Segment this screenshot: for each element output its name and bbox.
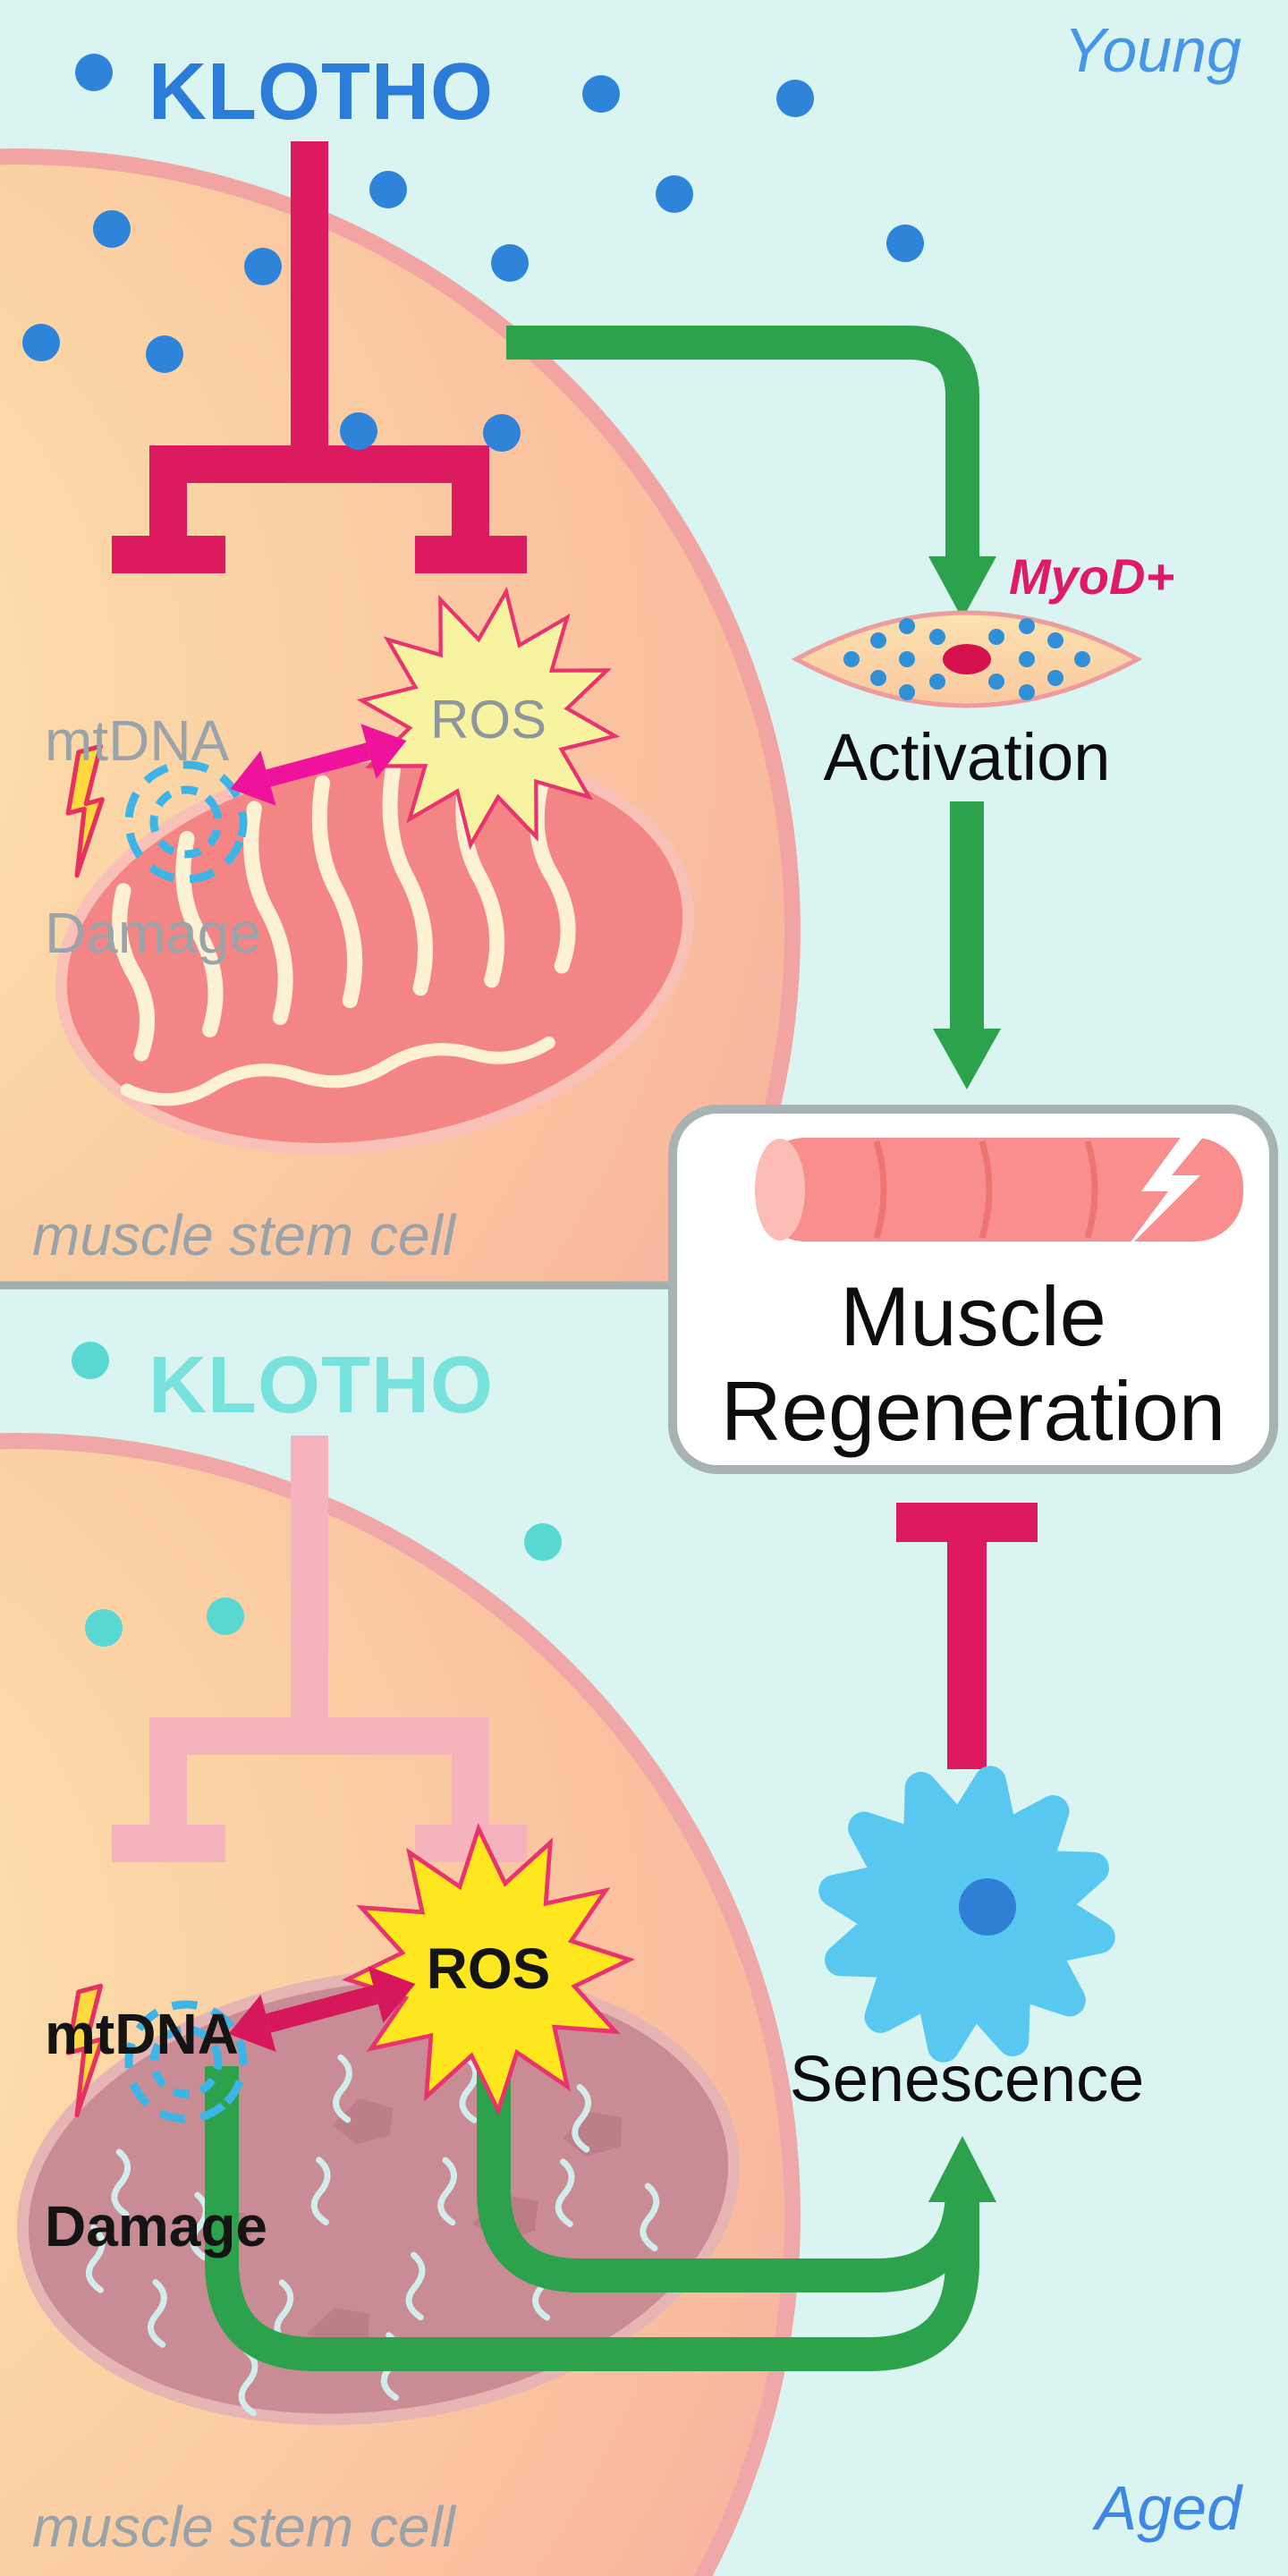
senescent-cell-nucleus [959, 1878, 1016, 1936]
mitochondrion-young [55, 747, 695, 1155]
mtdna-damage-icon-young [47, 746, 248, 884]
muscle-regeneration-box [668, 1105, 1278, 1474]
senescent-cell [811, 1758, 1123, 2070]
klotho-inhibition-symbol-aged [112, 1436, 527, 1862]
muscle-regeneration-line1: Muscle [840, 1269, 1106, 1363]
damage-ros-arrow-young [230, 724, 407, 806]
klotho-title-aged: KLOTHO [148, 1341, 494, 1430]
activation-label: Activation [823, 720, 1111, 794]
myoblast-granules [843, 618, 1090, 700]
mtdna-damage-icon-aged [47, 1981, 248, 2123]
klotho-inhibition-symbol-young [112, 141, 527, 573]
senescence-inhibition-symbol [896, 1503, 1038, 1769]
senescence-label: Senescence [789, 2044, 1145, 2115]
klotho-dots-young [22, 54, 924, 452]
stem-cell-label-aged: muscle stem cell [32, 2495, 455, 2559]
myod-label: MyoD+ [1009, 548, 1175, 605]
senescence-pathway-arrows [205, 2048, 979, 2371]
klotho-dots-aged [72, 1342, 562, 1647]
injury-lightning-icon [1122, 1125, 1213, 1254]
aged-corner-label: Aged [1095, 2473, 1241, 2543]
regeneration-arrow [933, 801, 1001, 1089]
mtdna-damage-label-aged: mtDNA Damage [45, 1875, 267, 2324]
mtdna-line1: mtDNA [45, 708, 230, 774]
ros-label-aged: ROS [426, 1936, 551, 2001]
mtdna-damage-label-young: mtDNA Damage [45, 581, 261, 1030]
damage-ros-arrow-aged [228, 1966, 416, 2052]
ros-label-young: ROS [429, 690, 547, 750]
senescence-arrowhead [928, 2136, 996, 2202]
stem-cell-label-young: muscle stem cell [32, 1203, 455, 1267]
klotho-title-young: KLOTHO [148, 47, 494, 137]
activated-myoblast-cell [791, 610, 1143, 708]
young-corner-label: Young [1063, 15, 1241, 85]
muscle-fiber-icon [755, 1125, 1243, 1254]
mtdna-line2: Damage [45, 2194, 267, 2259]
mtdna-line2: Damage [45, 901, 261, 966]
myoblast-nucleus [943, 644, 991, 674]
mtdna-line1: mtDNA [45, 2002, 239, 2067]
muscle-regeneration-line2: Regeneration [720, 1364, 1226, 1458]
activation-arrow [506, 326, 996, 619]
